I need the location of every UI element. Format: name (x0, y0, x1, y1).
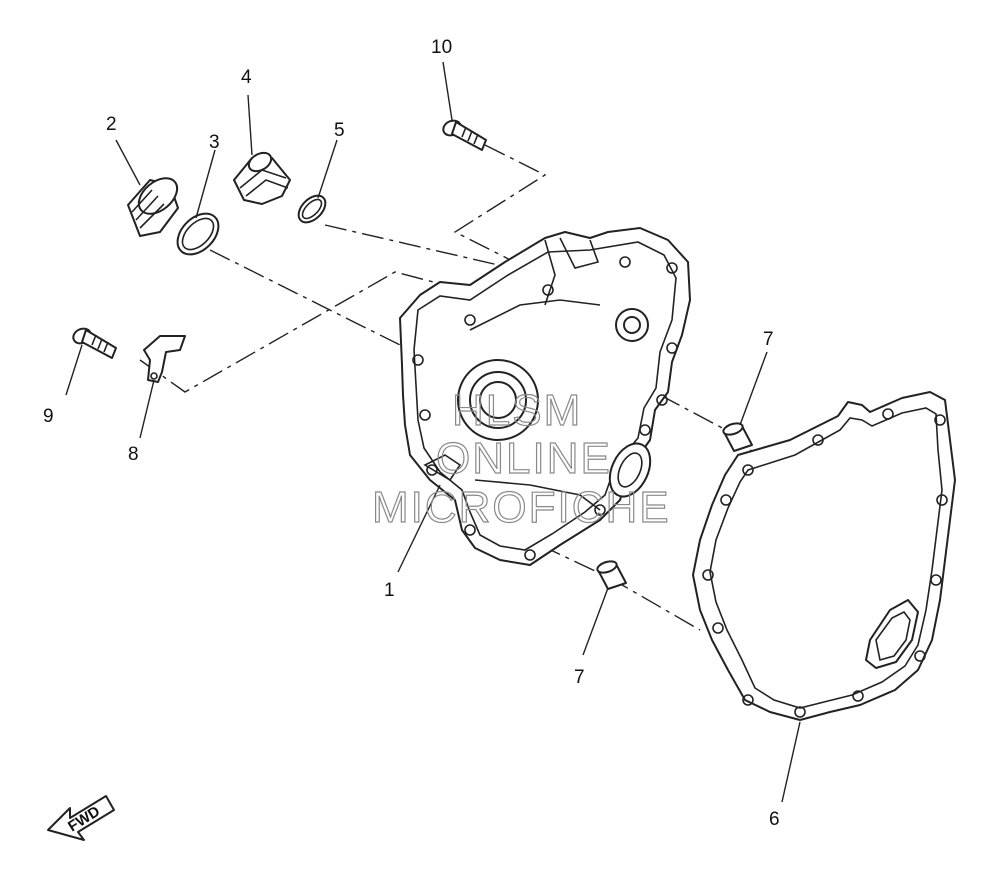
callout-1: 1 (384, 580, 395, 601)
watermark-line-3: MICROFICHE (372, 483, 671, 532)
watermark-line-2: ONLINE (436, 434, 612, 483)
bolt-left (72, 327, 117, 359)
callout-4: 4 (241, 67, 252, 88)
callout-2: 2 (106, 114, 117, 135)
callout-7-lower: 7 (574, 667, 585, 688)
leader-lines (65, 61, 801, 803)
dowel-pin-lower (596, 560, 627, 590)
dowel-pin-upper (722, 422, 753, 452)
watermark-line-1: HLSM (452, 386, 582, 435)
clamp (143, 335, 186, 383)
o-ring-large (176, 212, 220, 256)
callout-3: 3 (209, 132, 220, 153)
callout-8: 8 (128, 444, 139, 465)
plug (127, 177, 179, 237)
crankcase-cover (399, 227, 691, 566)
o-ring-small (297, 194, 327, 224)
callout-10: 10 (431, 37, 452, 58)
damper (233, 151, 291, 205)
watermark: HLSM ONLINE MICROFICHE (371, 385, 671, 532)
callout-9: 9 (43, 406, 54, 427)
callout-labels: 1 2 3 4 5 6 7 7 8 9 10 (43, 37, 780, 830)
callout-6: 6 (769, 809, 780, 830)
bolt-top (442, 119, 487, 151)
callout-7-upper: 7 (763, 329, 774, 350)
callout-5: 5 (334, 120, 345, 141)
fwd-arrow-icon: FWD (47, 795, 115, 841)
gasket (692, 391, 956, 721)
